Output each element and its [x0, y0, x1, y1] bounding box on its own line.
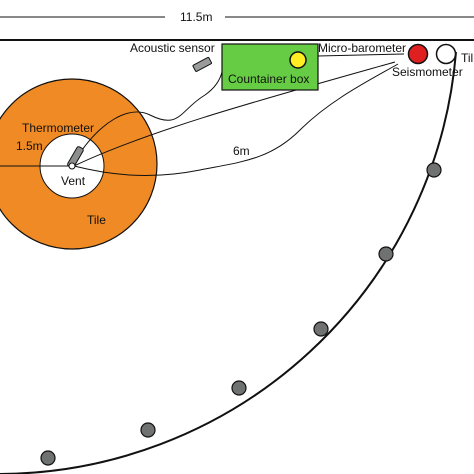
boundary-arc: [0, 51, 457, 474]
vent-marker: [68, 162, 76, 170]
vent-label: Vent: [61, 174, 86, 188]
perimeter-sensor-icon: [378, 246, 394, 262]
perimeter-sensors: [40, 162, 442, 466]
cable-vent-to-seismometer: [73, 61, 396, 167]
thermometer-label: Thermometer: [22, 121, 94, 135]
perimeter-sensor-icon: [231, 380, 247, 396]
acoustic-sensor-icon: [192, 56, 212, 72]
top-span-label: 11.5m: [180, 10, 212, 24]
container-box: [221, 43, 319, 91]
container-box-label: Countainer box: [228, 72, 309, 86]
perimeter-sensor-icon: [426, 162, 442, 178]
cable-thermometer-to-box: [73, 71, 223, 163]
perimeter-sensor-icon: [40, 450, 56, 466]
seismometer-icon: [407, 43, 429, 65]
perimeter-sensor-icon: [140, 422, 156, 438]
perimeter-sensor-icon: [313, 321, 329, 337]
tiltmeter-icon: [435, 43, 457, 65]
tilt-label: Til: [461, 51, 473, 65]
tile-label: Tile: [87, 213, 106, 227]
cable-length-label: 6m: [233, 144, 250, 158]
micro-barometer-label: Micro-barometer: [318, 41, 406, 55]
cable-box-to-barometer: [317, 53, 405, 57]
acoustic-sensor-label: Acoustic sensor: [130, 41, 215, 55]
cable-vent-to-micro-barometer: [73, 63, 399, 176]
micro-barometer-icon: [289, 51, 307, 69]
radius-label: 1.5m: [16, 139, 43, 153]
seismometer-label: Seismometer: [392, 65, 463, 79]
